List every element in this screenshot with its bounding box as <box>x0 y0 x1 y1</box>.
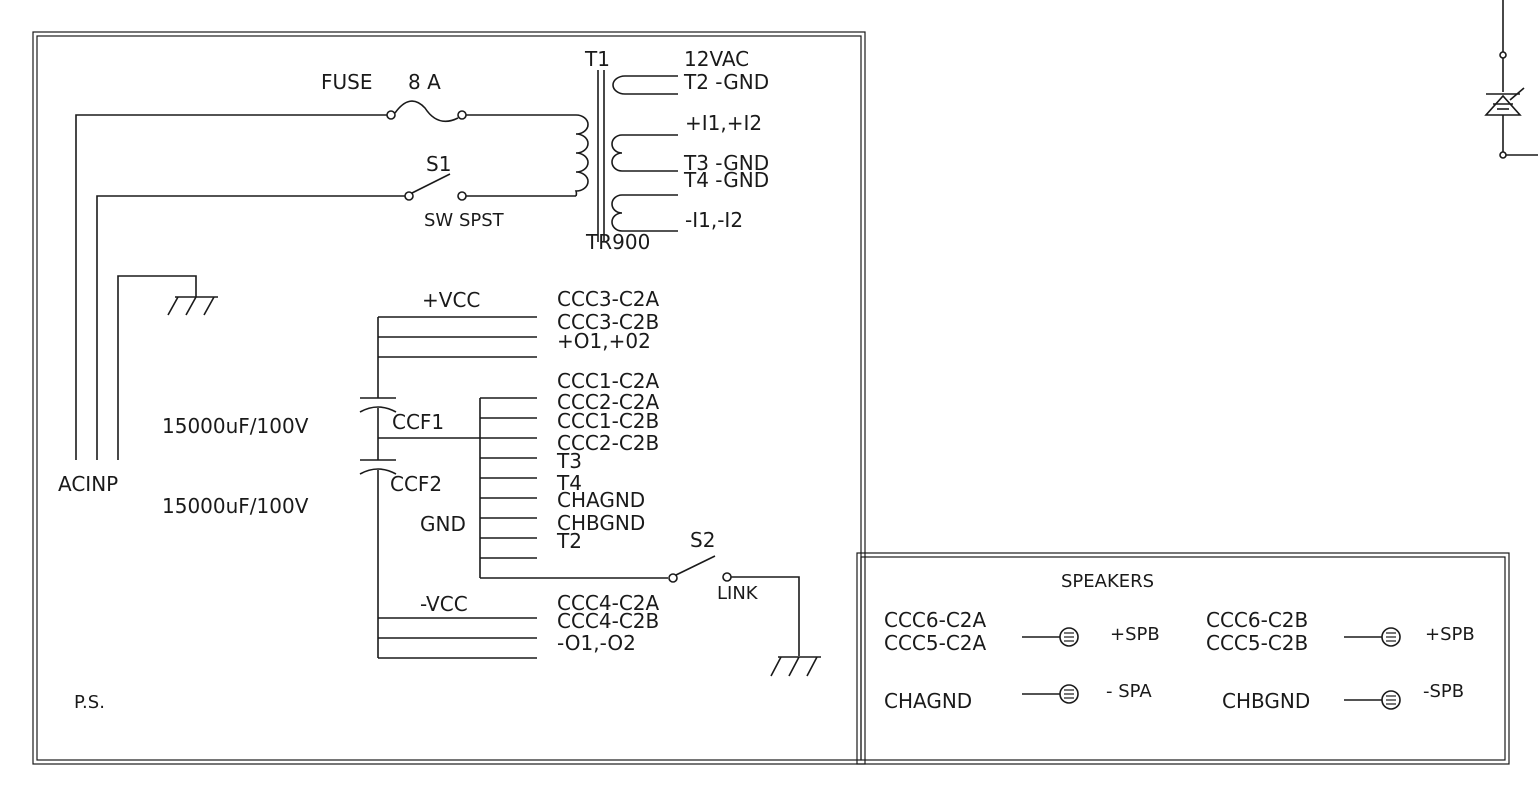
cap1-value: 15000uF/100V <box>162 414 309 438</box>
speaker-row2-right-net: CHBGND <box>1222 689 1310 713</box>
cap2-value: 15000uF/100V <box>162 494 309 518</box>
speaker-terminal-1-symbol <box>1022 627 1079 647</box>
net-label-gnd-6: CHAGND <box>557 488 645 512</box>
fuse-rating: 8 A <box>408 70 441 94</box>
net-label-gnd-1: CCC2-C2A <box>557 390 660 414</box>
net-label-gnd-2: CCC1-C2B <box>557 409 659 433</box>
speaker-row1-right-term: +SPB <box>1425 624 1475 645</box>
net-label-gnd-7: CHBGND <box>557 511 645 535</box>
speaker-row1-right-net-0: CCC6-C2B <box>1206 608 1308 632</box>
capacitor-ccf2-symbol <box>359 459 397 658</box>
partial-component-symbol <box>1484 0 1538 159</box>
link-label: LINK <box>717 583 759 604</box>
speaker-terminal-2-symbol <box>1344 627 1401 647</box>
vcc-neg-label: -VCC <box>420 592 468 616</box>
positive-rail-bus <box>377 316 537 398</box>
net-label-pos-2: +O1,+02 <box>557 329 651 353</box>
cap1-ref: CCF1 <box>392 410 444 434</box>
net-label-gnd-5: T4 <box>556 471 582 495</box>
ps-section-label: P.S. <box>74 692 105 713</box>
cap2-ref: CCF2 <box>390 472 442 496</box>
net-label-gnd-8: T2 <box>556 529 582 553</box>
speaker-row1-left-net-1: CCC5-C2A <box>884 631 987 655</box>
secondary-voltage: 12VAC <box>684 47 749 71</box>
transformer-ref: T1 <box>584 47 610 71</box>
speaker-row2-left-net: CHAGND <box>884 689 972 713</box>
vcc-pos-label: +VCC <box>422 288 480 312</box>
capacitor-ccf1-symbol <box>359 397 397 460</box>
chassis-ground-left-symbol <box>167 296 218 316</box>
speaker-row2-right-term: -SPB <box>1423 681 1464 702</box>
speaker-terminal-3-symbol <box>1022 684 1079 704</box>
transformer-part: TR900 <box>585 230 650 254</box>
ground-bus <box>479 397 668 579</box>
speakers-frame <box>856 552 1510 765</box>
secondary-t2-gnd: T2 -GND <box>683 70 769 94</box>
net-label-neg-1: CCC4-C2B <box>557 609 659 633</box>
switch-s1-label: S1 <box>426 152 451 176</box>
net-label-pos-1: CCC3-C2B <box>557 310 659 334</box>
power-supply-frame <box>32 31 866 765</box>
net-label-gnd-4: T3 <box>556 449 582 473</box>
net-label-pos-0: CCC3-C2A <box>557 287 660 311</box>
negative-rail-bus <box>378 617 537 659</box>
speaker-row1-right-net-1: CCC5-C2B <box>1206 631 1308 655</box>
gnd-label: GND <box>420 512 466 536</box>
secondary-pos: +I1,+I2 <box>685 111 762 135</box>
speaker-terminal-4-symbol <box>1344 690 1401 710</box>
speaker-row1-left-net-0: CCC6-C2A <box>884 608 987 632</box>
secondary-neg: -I1,-I2 <box>685 208 743 232</box>
secondary-t4-gnd: T4 -GND <box>683 168 769 192</box>
net-label-neg-0: CCC4-C2A <box>557 591 660 615</box>
switch-s2-symbol <box>668 555 800 656</box>
speaker-row2-left-term: - SPA <box>1106 681 1152 702</box>
secondary-t3-gnd: T3 -GND <box>683 151 769 175</box>
switch-s2-label: S2 <box>690 528 715 552</box>
speakers-title: SPEAKERS <box>1061 571 1154 592</box>
net-label-neg-2: -O1,-O2 <box>557 631 636 655</box>
switch-s1-symbol <box>404 173 576 201</box>
ac-input-label: ACINP <box>58 472 118 496</box>
fuse-symbol <box>386 100 576 123</box>
transformer-symbol <box>574 70 678 242</box>
switch-s1-type: SW SPST <box>424 210 505 231</box>
net-label-gnd-0: CCC1-C2A <box>557 369 660 393</box>
speaker-row1-left-term: +SPB <box>1110 624 1160 645</box>
net-label-gnd-3: CCC2-C2B <box>557 431 659 455</box>
chassis-ground-right-symbol <box>770 656 821 677</box>
ac-input-wires <box>75 114 405 460</box>
fuse-label: FUSE <box>321 70 372 94</box>
